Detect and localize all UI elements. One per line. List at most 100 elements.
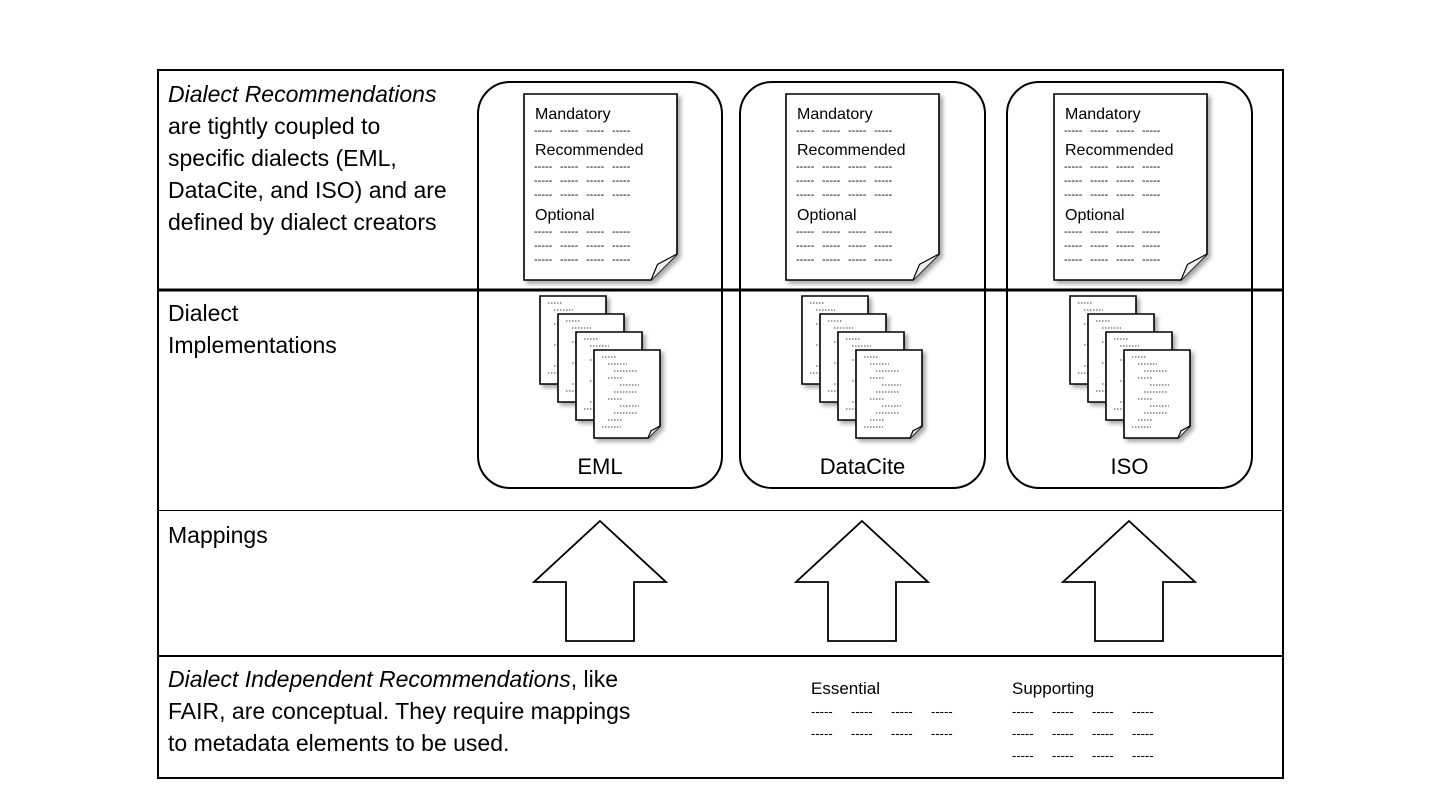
dash-placeholder: ----- [874, 125, 893, 137]
dash-placeholder: ----- [796, 175, 815, 187]
dash-placeholder: ----- [612, 175, 631, 187]
independent-recommendation-document: Essential ----- ----- ----- ----- ----- ----- -… [811, 679, 1154, 763]
dash-placeholder: ----- [1090, 254, 1109, 266]
dash-placeholder: ----- [848, 226, 867, 238]
independent-recommendations-line: to metadata elements to be used. [168, 730, 510, 756]
dialect-name-iso: ISO [1111, 454, 1149, 479]
dialect-name-eml: EML [577, 454, 622, 479]
dash-placeholder: ----- [874, 175, 893, 187]
dash-placeholder: ----- [560, 125, 579, 137]
dash-placeholder: ----- [1064, 254, 1083, 266]
dash-placeholder: ----- [612, 226, 631, 238]
dash-placeholder: ----- [931, 704, 953, 719]
dash-placeholder: ----- [1052, 704, 1074, 719]
dash-placeholder: ----- [1064, 189, 1083, 201]
dash-placeholder: ----- [796, 254, 815, 266]
recommendation-document: Mandatory--------------------Recommended… [785, 93, 940, 281]
dash-placeholder: ----- [1064, 175, 1083, 187]
dash-placeholder: ----- [534, 125, 553, 137]
dash-placeholder: ----- [1116, 125, 1135, 137]
dash-placeholder: ----- [612, 254, 631, 266]
dash-placeholder: ----- [874, 161, 893, 173]
dash-placeholder: ----- [612, 125, 631, 137]
page-fold [1177, 425, 1191, 439]
dash-placeholder: ----- [534, 175, 553, 187]
mappings-label: Mappings [168, 519, 268, 551]
dash-placeholder: ----- [1142, 175, 1161, 187]
dialect-column-datacite: Mandatory--------------------Recommended… [739, 81, 986, 489]
dash-placeholder: ----- [822, 226, 841, 238]
dash-placeholder: ----- [1064, 125, 1083, 137]
implementation-page [1123, 349, 1191, 439]
dash-placeholder: ----- [822, 254, 841, 266]
dash-placeholder: ----- [1012, 726, 1034, 741]
mappings-title: Mappings [168, 522, 268, 548]
dash-placeholder: ----- [822, 189, 841, 201]
implementation-stack [1069, 295, 1191, 439]
dialect-container [1006, 81, 1253, 489]
dash-placeholder: ----- [822, 125, 841, 137]
dash-placeholder: ----- [612, 189, 631, 201]
dialect-recommendations-label: Dialect Recommendations are tightly coup… [168, 78, 468, 238]
dialect-recommendations-line: specific dialects (EML, [168, 145, 397, 171]
dash-placeholder: ----- [796, 161, 815, 173]
dash-placeholder: ----- [1116, 189, 1135, 201]
dash-placeholder: ----- [851, 704, 873, 719]
dash-placeholder: ----- [931, 726, 953, 741]
dash-placeholder: ----- [1052, 726, 1074, 741]
implementation-stack [801, 295, 923, 439]
dash-placeholder: ----- [586, 125, 605, 137]
dash-placeholder: ----- [1142, 161, 1161, 173]
dash-placeholder: ----- [1132, 748, 1154, 763]
dash-placeholder: ----- [1064, 226, 1083, 238]
recommended-heading: Recommended [535, 142, 644, 159]
mapping-arrow-datacite [793, 519, 931, 642]
dash-placeholder: ----- [822, 240, 841, 252]
dash-placeholder: ----- [796, 226, 815, 238]
dialect-recommendations-line: are tightly coupled to [168, 113, 381, 139]
dash-placeholder: ----- [586, 189, 605, 201]
dash-placeholder: ----- [1092, 748, 1114, 763]
dash-placeholder: ----- [1090, 226, 1109, 238]
dash-placeholder: ----- [560, 240, 579, 252]
page-fold [1180, 253, 1208, 281]
dash-placeholder: ----- [811, 704, 833, 719]
dash-placeholder: ----- [534, 189, 553, 201]
page-fold [650, 253, 678, 281]
dash-placeholder: ----- [1116, 175, 1135, 187]
dash-placeholder: ----- [1090, 189, 1109, 201]
dash-placeholder: ----- [851, 726, 873, 741]
dash-placeholder: ----- [586, 161, 605, 173]
dash-placeholder: ----- [891, 704, 913, 719]
dialect-name-datacite: DataCite [820, 454, 906, 479]
dash-placeholder: ----- [612, 240, 631, 252]
dash-placeholder: ----- [534, 240, 553, 252]
dash-placeholder: ----- [586, 226, 605, 238]
mandatory-heading: Mandatory [535, 106, 611, 123]
dash-placeholder: ----- [534, 161, 553, 173]
dash-placeholder: ----- [586, 240, 605, 252]
dash-placeholder: ----- [586, 175, 605, 187]
recommended-heading: Recommended [797, 142, 906, 159]
mandatory-heading: Mandatory [797, 106, 873, 123]
dash-placeholder: ----- [1090, 175, 1109, 187]
dash-placeholder: ----- [848, 240, 867, 252]
dash-placeholder: ----- [848, 175, 867, 187]
recommended-heading: Recommended [1065, 142, 1174, 159]
essential-heading: Essential [811, 679, 880, 698]
dialect-implementations-line: Dialect [168, 300, 239, 326]
mapping-arrow-eml [531, 519, 669, 642]
dash-placeholder: ----- [1064, 161, 1083, 173]
dash-placeholder: ----- [1142, 189, 1161, 201]
dash-placeholder: ----- [1142, 226, 1161, 238]
dash-placeholder: ----- [560, 175, 579, 187]
recommendation-document: Mandatory ----- ----- ----- ----- Recommended… [1053, 93, 1208, 281]
dash-placeholder: ----- [1142, 254, 1161, 266]
dash-placeholder: ----- [891, 726, 913, 741]
mandatory-heading: Mandatory [1065, 106, 1141, 123]
dash-placeholder: ----- [1116, 226, 1135, 238]
dash-placeholder: ----- [1132, 704, 1154, 719]
recommendation-document: Mandatory--------------------Recommended… [523, 93, 678, 281]
dash-placeholder: ----- [822, 161, 841, 173]
dash-placeholder: ----- [560, 254, 579, 266]
